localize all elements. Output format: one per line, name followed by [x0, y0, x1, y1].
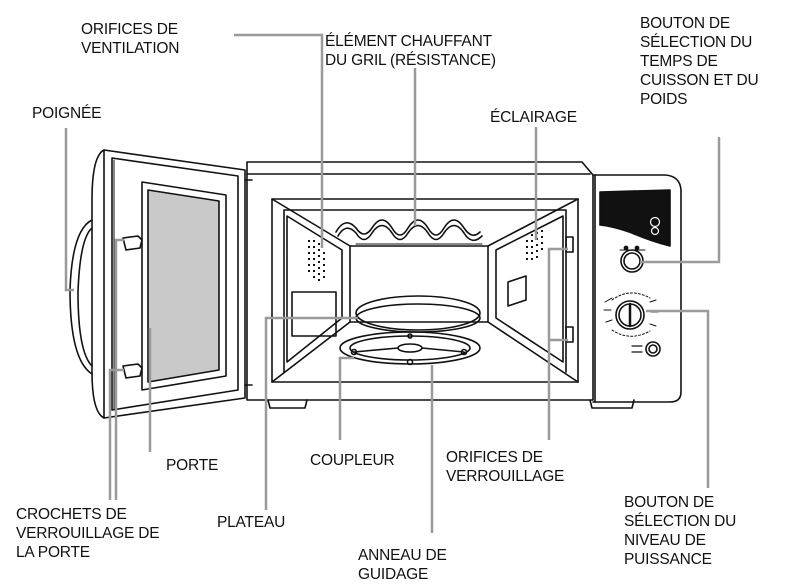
- oven-cavity: [272, 199, 578, 382]
- oven-door: [70, 150, 245, 418]
- label-crochets: CROCHETS DE VERROUILLAGE DE LA PORTE: [16, 505, 159, 562]
- label-bouton-temps: BOUTON DE SÉLECTION DU TEMPS DE CUISSON …: [640, 14, 759, 109]
- label-bouton-puissance: BOUTON DE SÉLECTION DU NIVEAU DE PUISSAN…: [624, 493, 736, 569]
- label-line: CUISSON ET DU: [640, 71, 759, 90]
- label-line: TEMPS DE: [640, 52, 759, 71]
- waveguide-cover: [292, 292, 336, 336]
- label-line: BOUTON DE: [640, 14, 759, 33]
- label-line: PUISSANCE: [624, 550, 736, 569]
- glass-tray: [356, 296, 480, 330]
- label-line: ANNEAU DE: [358, 546, 447, 565]
- label-eclairage: ÉCLAIRAGE: [490, 108, 577, 127]
- display-panel: [600, 190, 670, 246]
- label-line: LA PORTE: [16, 543, 159, 562]
- label-line: BOUTON DE: [624, 493, 736, 512]
- label-line: SÉLECTION DU: [640, 33, 759, 52]
- door-hook-bottom: [123, 364, 142, 378]
- label-line: GUIDAGE: [358, 565, 447, 584]
- label-poignee: POIGNÉE: [32, 104, 101, 123]
- label-orifices-verrouillage: ORIFICES DE VERROUILLAGE: [446, 448, 564, 486]
- label-line: CROCHETS DE: [16, 505, 159, 524]
- label-element-chauffant: ÉLÉMENT CHAUFFANT DU GRIL (RÉSISTANCE): [325, 32, 496, 70]
- door-hook-top: [123, 236, 142, 250]
- label-line: ÉLÉMENT CHAUFFANT: [325, 32, 496, 51]
- label-line: ORIFICES DE: [81, 20, 179, 39]
- label-orifices-ventilation: ORIFICES DE VENTILATION: [81, 20, 179, 58]
- time-weight-knob: [620, 246, 645, 272]
- label-coupleur: COUPLEUR: [310, 451, 395, 470]
- label-line: VENTILATION: [81, 39, 179, 58]
- label-line: VERROUILLAGE DE: [16, 524, 159, 543]
- label-line: POIGNÉE: [32, 104, 101, 123]
- label-line: ORIFICES DE: [446, 448, 564, 467]
- label-line: PLATEAU: [217, 513, 285, 532]
- power-level-knob: [604, 293, 658, 336]
- label-plateau: PLATEAU: [217, 513, 285, 532]
- label-line: VERROUILLAGE: [446, 467, 564, 486]
- label-line: SÉLECTION DU: [624, 512, 736, 531]
- label-anneau: ANNEAU DE GUIDAGE: [358, 546, 447, 584]
- lamp-cover: [508, 276, 526, 306]
- label-porte: PORTE: [166, 456, 218, 475]
- label-line: PORTE: [166, 456, 218, 475]
- coupler: [398, 344, 422, 352]
- door-handle: [70, 220, 92, 374]
- label-line: POIDS: [640, 90, 759, 109]
- ventilation-grille-right: [526, 230, 543, 260]
- label-line: COUPLEUR: [310, 451, 395, 470]
- label-line: DU GRIL (RÉSISTANCE): [325, 51, 496, 70]
- label-line: NIVEAU DE: [624, 531, 736, 550]
- label-line: ÉCLAIRAGE: [490, 108, 577, 127]
